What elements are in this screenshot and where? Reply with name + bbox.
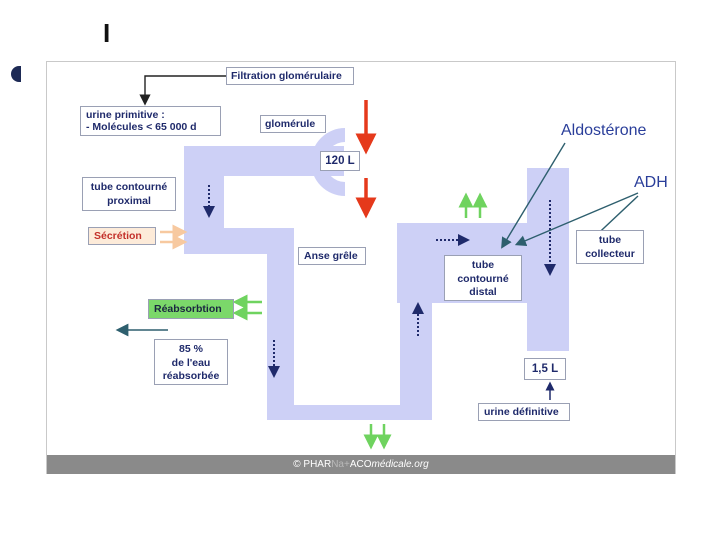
- urine-primitive-line2: - Molécules < 65 000 d: [86, 121, 197, 133]
- slide-bullet-icon: [11, 66, 21, 82]
- secretion-box: Sécrétion: [88, 227, 156, 245]
- copyright-na: Na+: [331, 459, 350, 470]
- adh-pointer-1: [514, 192, 639, 246]
- tube-proximal-line1: tube contourné: [90, 181, 168, 193]
- copyright-suffix: médicale.org: [371, 459, 429, 470]
- reabsorbed-line3: réabsorbée: [162, 370, 220, 382]
- secretion-label: Sécrétion: [94, 230, 142, 242]
- filtration-label-text: Filtration glomérulaire: [231, 70, 342, 82]
- tube-collecteur-line2: collecteur: [585, 248, 635, 260]
- reabsorption-box: Réabsorbtion: [148, 299, 234, 319]
- diagram-footer: © PHARNa+ACOmédicale.org: [47, 455, 675, 474]
- tube-distal-line3: distal: [469, 286, 497, 298]
- tube-distal-line1: tube: [471, 259, 495, 271]
- copyright-prefix: © PHAR: [293, 459, 332, 470]
- reabsorbed-line2: de l'eau: [171, 356, 211, 369]
- anse-label: Anse grêle: [304, 250, 358, 262]
- anse-box: Anse grêle: [298, 247, 366, 265]
- tube-anse-ascending: [400, 300, 432, 420]
- urine-definitive: urine définitive: [484, 406, 559, 418]
- copyright-mid: ACO: [349, 459, 372, 470]
- filtration-label: Filtration glomérulaire: [226, 67, 354, 85]
- reabsorption-label: Réabsorbtion: [154, 303, 222, 315]
- urine-primitive-line1: urine primitive :: [86, 109, 165, 121]
- tube-collecteur: [527, 168, 569, 351]
- reabsorbed-line1: 85 %: [179, 343, 203, 355]
- urine-definitive-box: urine définitive: [478, 403, 570, 421]
- volume-120-box: 120 L: [320, 151, 360, 171]
- aldosterone-pointer: [501, 142, 566, 249]
- tube-anse-descending: [267, 228, 294, 418]
- urine-primitive-box: urine primitive : - Molécules < 65 000 d: [80, 106, 221, 136]
- tube-proximal-line2: proximal: [107, 195, 151, 207]
- volume-120: 120 L: [325, 155, 355, 167]
- volume-15-box: 1,5 L: [524, 358, 566, 380]
- reabsorbed-box: 85 % de l'eau réabsorbée: [154, 339, 228, 385]
- adh-annotation: ADH: [634, 174, 668, 191]
- tube-distal-line2: contourné: [457, 272, 509, 285]
- aldosterone-annotation: Aldostérone: [561, 122, 647, 139]
- glomerule-icon: [311, 128, 345, 196]
- glomerule-box: glomérule: [260, 115, 326, 133]
- tube-collecteur-box: tube collecteur: [576, 230, 644, 264]
- tube-anse-bottom: [267, 405, 432, 420]
- tube-collecteur-line1: tube: [598, 234, 622, 246]
- glomerule-label: glomérule: [265, 118, 316, 130]
- tube-distal-box: tube contourné distal: [444, 255, 522, 301]
- volume-15: 1,5 L: [531, 363, 559, 375]
- filtration-arrow: [139, 75, 228, 106]
- tube-proximal-box: tube contourné proximal: [82, 177, 176, 211]
- slide-title-mark: I: [103, 18, 111, 48]
